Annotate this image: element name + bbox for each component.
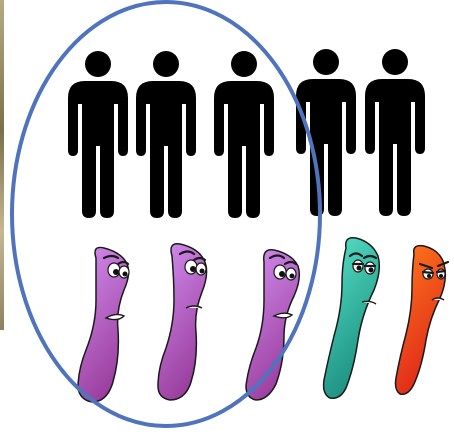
people-row [68,49,425,218]
person-icon [365,49,425,216]
bacterium-icon [246,250,299,400]
person-icon [296,49,356,216]
person-icon [68,51,128,218]
bacterium-icon [324,238,380,399]
bacterium-icon [158,244,207,400]
person-icon [136,51,196,218]
bacterium-icon [78,247,129,402]
person-icon [214,51,274,218]
bacterium-icon [396,246,449,395]
